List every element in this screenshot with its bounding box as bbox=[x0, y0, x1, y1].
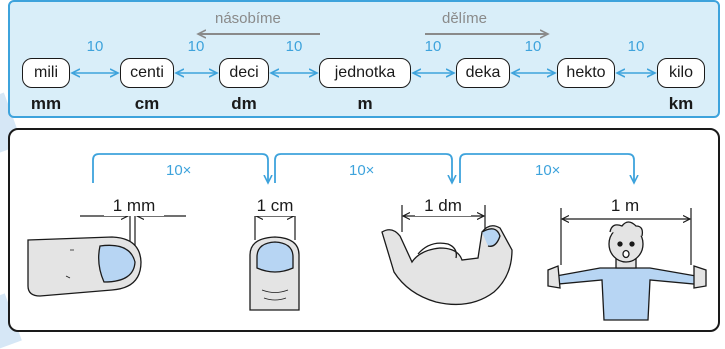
factor-mili-centi: 10 bbox=[86, 38, 104, 55]
unit-cm: cm bbox=[134, 94, 160, 113]
prefix-deci: deci bbox=[219, 58, 269, 88]
hand-illustration-dm bbox=[381, 225, 513, 306]
divide-direction-label: dělíme bbox=[442, 10, 488, 27]
multiplier-label-3: 10× bbox=[535, 162, 561, 179]
measure-label-m: 1 m bbox=[602, 196, 648, 216]
multiplier-label-2: 10× bbox=[349, 162, 375, 179]
unit-mm: mm bbox=[30, 94, 62, 113]
factor-deka-hekto: 10 bbox=[524, 38, 542, 55]
prefix-mili: mili bbox=[22, 58, 70, 88]
factor-jednotka-deka: 10 bbox=[424, 38, 442, 55]
measure-label-mm: 1 mm bbox=[104, 196, 164, 216]
unit-km: km bbox=[668, 94, 694, 113]
prefix-centi: centi bbox=[120, 58, 174, 88]
finger-illustration-mm bbox=[27, 236, 142, 297]
factor-deci-jednotka: 10 bbox=[285, 38, 303, 55]
fingertip-illustration-cm bbox=[249, 236, 300, 311]
tenfold-bracket-arrows bbox=[92, 153, 634, 183]
prefix-jednotka: jednotka bbox=[319, 58, 411, 88]
prefix-deka: deka bbox=[456, 58, 510, 88]
factor-hekto-kilo: 10 bbox=[627, 38, 645, 55]
measure-label-cm: 1 cm bbox=[250, 196, 300, 216]
person-illustration-m bbox=[547, 221, 707, 321]
unit-m: m bbox=[357, 94, 373, 113]
measure-label-dm: 1 dm bbox=[415, 196, 471, 216]
measurement-lines bbox=[80, 205, 692, 265]
multiplier-label-1: 10× bbox=[166, 162, 192, 179]
factor-centi-deci: 10 bbox=[187, 38, 205, 55]
prefix-hekto: hekto bbox=[557, 58, 615, 88]
prefix-kilo: kilo bbox=[657, 58, 705, 88]
examples-panel bbox=[8, 128, 720, 332]
multiply-direction-label: násobíme bbox=[215, 10, 281, 27]
diagram-drawings bbox=[27, 0, 707, 321]
unit-dm: dm bbox=[231, 94, 257, 113]
